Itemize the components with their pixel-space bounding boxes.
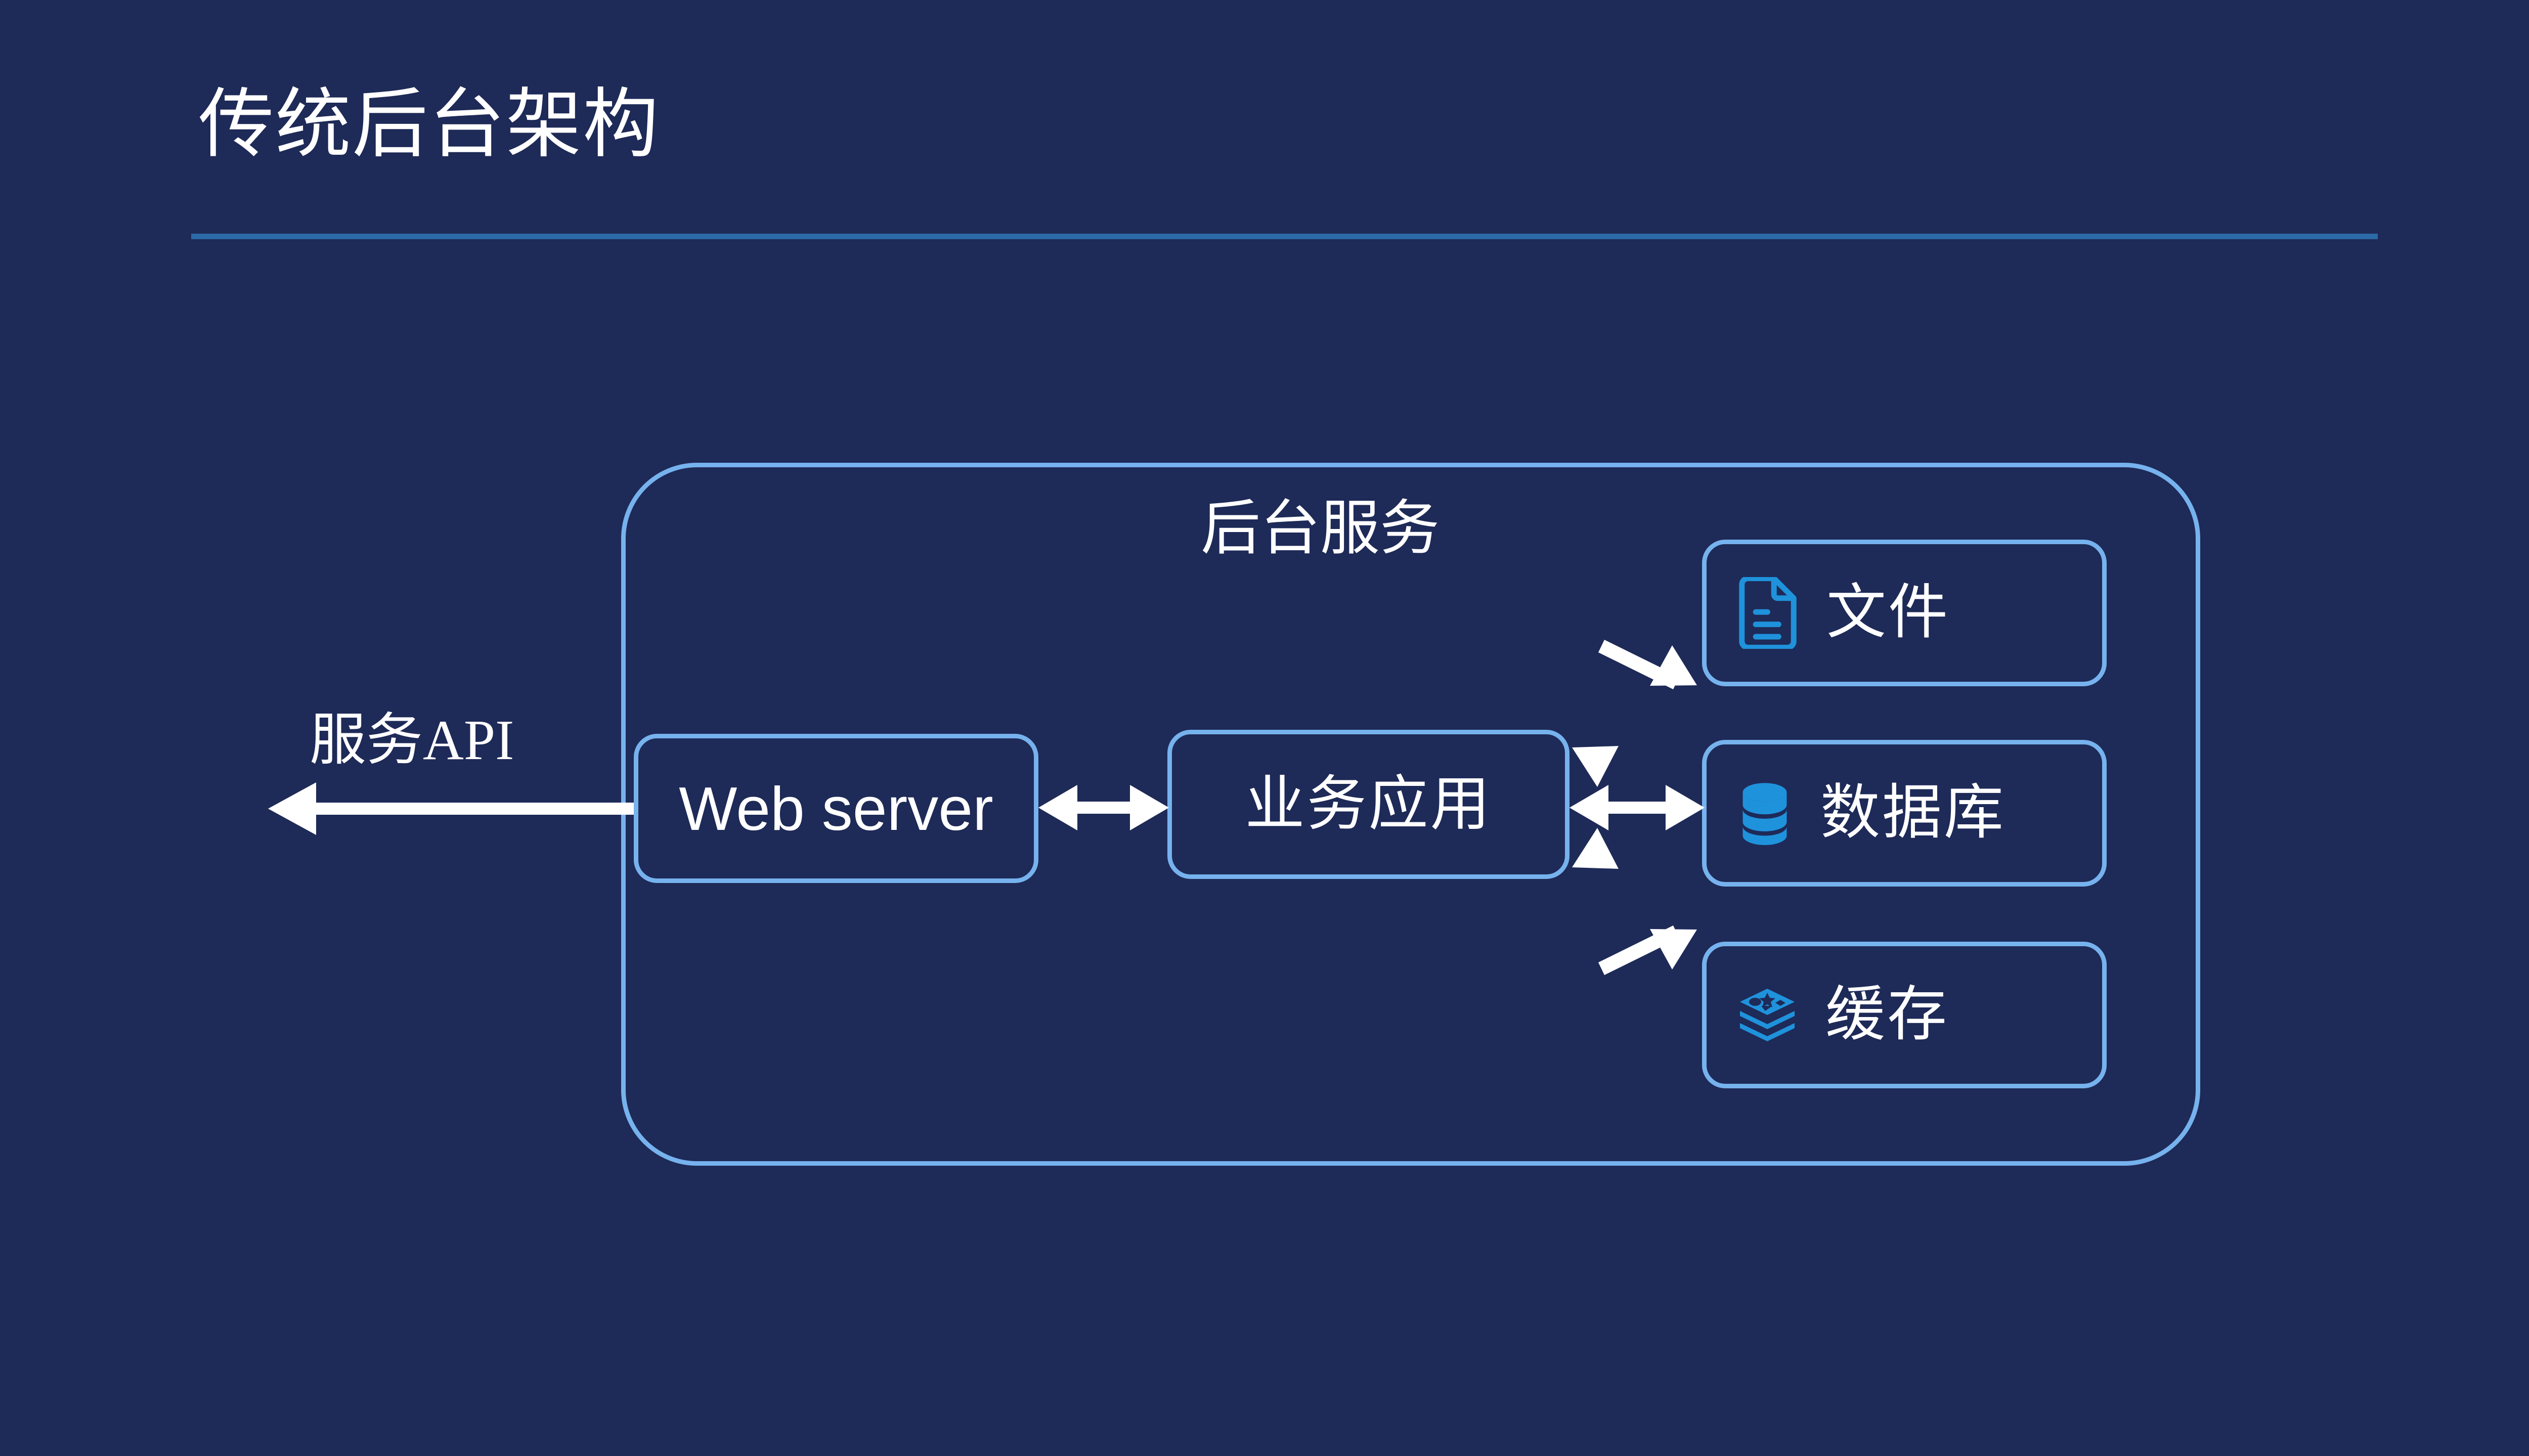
node-business-app[interactable]: 业务应用 — [1167, 730, 1569, 879]
node-web-server-label: Web server — [679, 774, 993, 843]
connector-service-api-to-web-server — [268, 782, 634, 835]
document-icon — [1737, 576, 1799, 650]
service-api-label: 服务API — [310, 709, 514, 772]
node-database-label: 数据库 — [1820, 780, 2006, 846]
page-title: 传统后台架构 — [198, 81, 660, 166]
cache-layers-icon — [1737, 985, 1798, 1045]
node-cache-label: 缓存 — [1825, 982, 1949, 1048]
node-file-storage[interactable]: 文件 — [1702, 540, 2107, 686]
node-business-app-label: 业务应用 — [1245, 771, 1492, 837]
backend-service-label: 后台服务 — [1200, 496, 1440, 562]
database-icon — [1737, 781, 1793, 845]
node-file-storage-label: 文件 — [1826, 580, 1950, 646]
node-database[interactable]: 数据库 — [1702, 740, 2107, 887]
node-cache[interactable]: 缓存 — [1702, 942, 2107, 1088]
node-web-server[interactable]: Web server — [634, 734, 1038, 883]
title-divider — [191, 234, 2378, 239]
